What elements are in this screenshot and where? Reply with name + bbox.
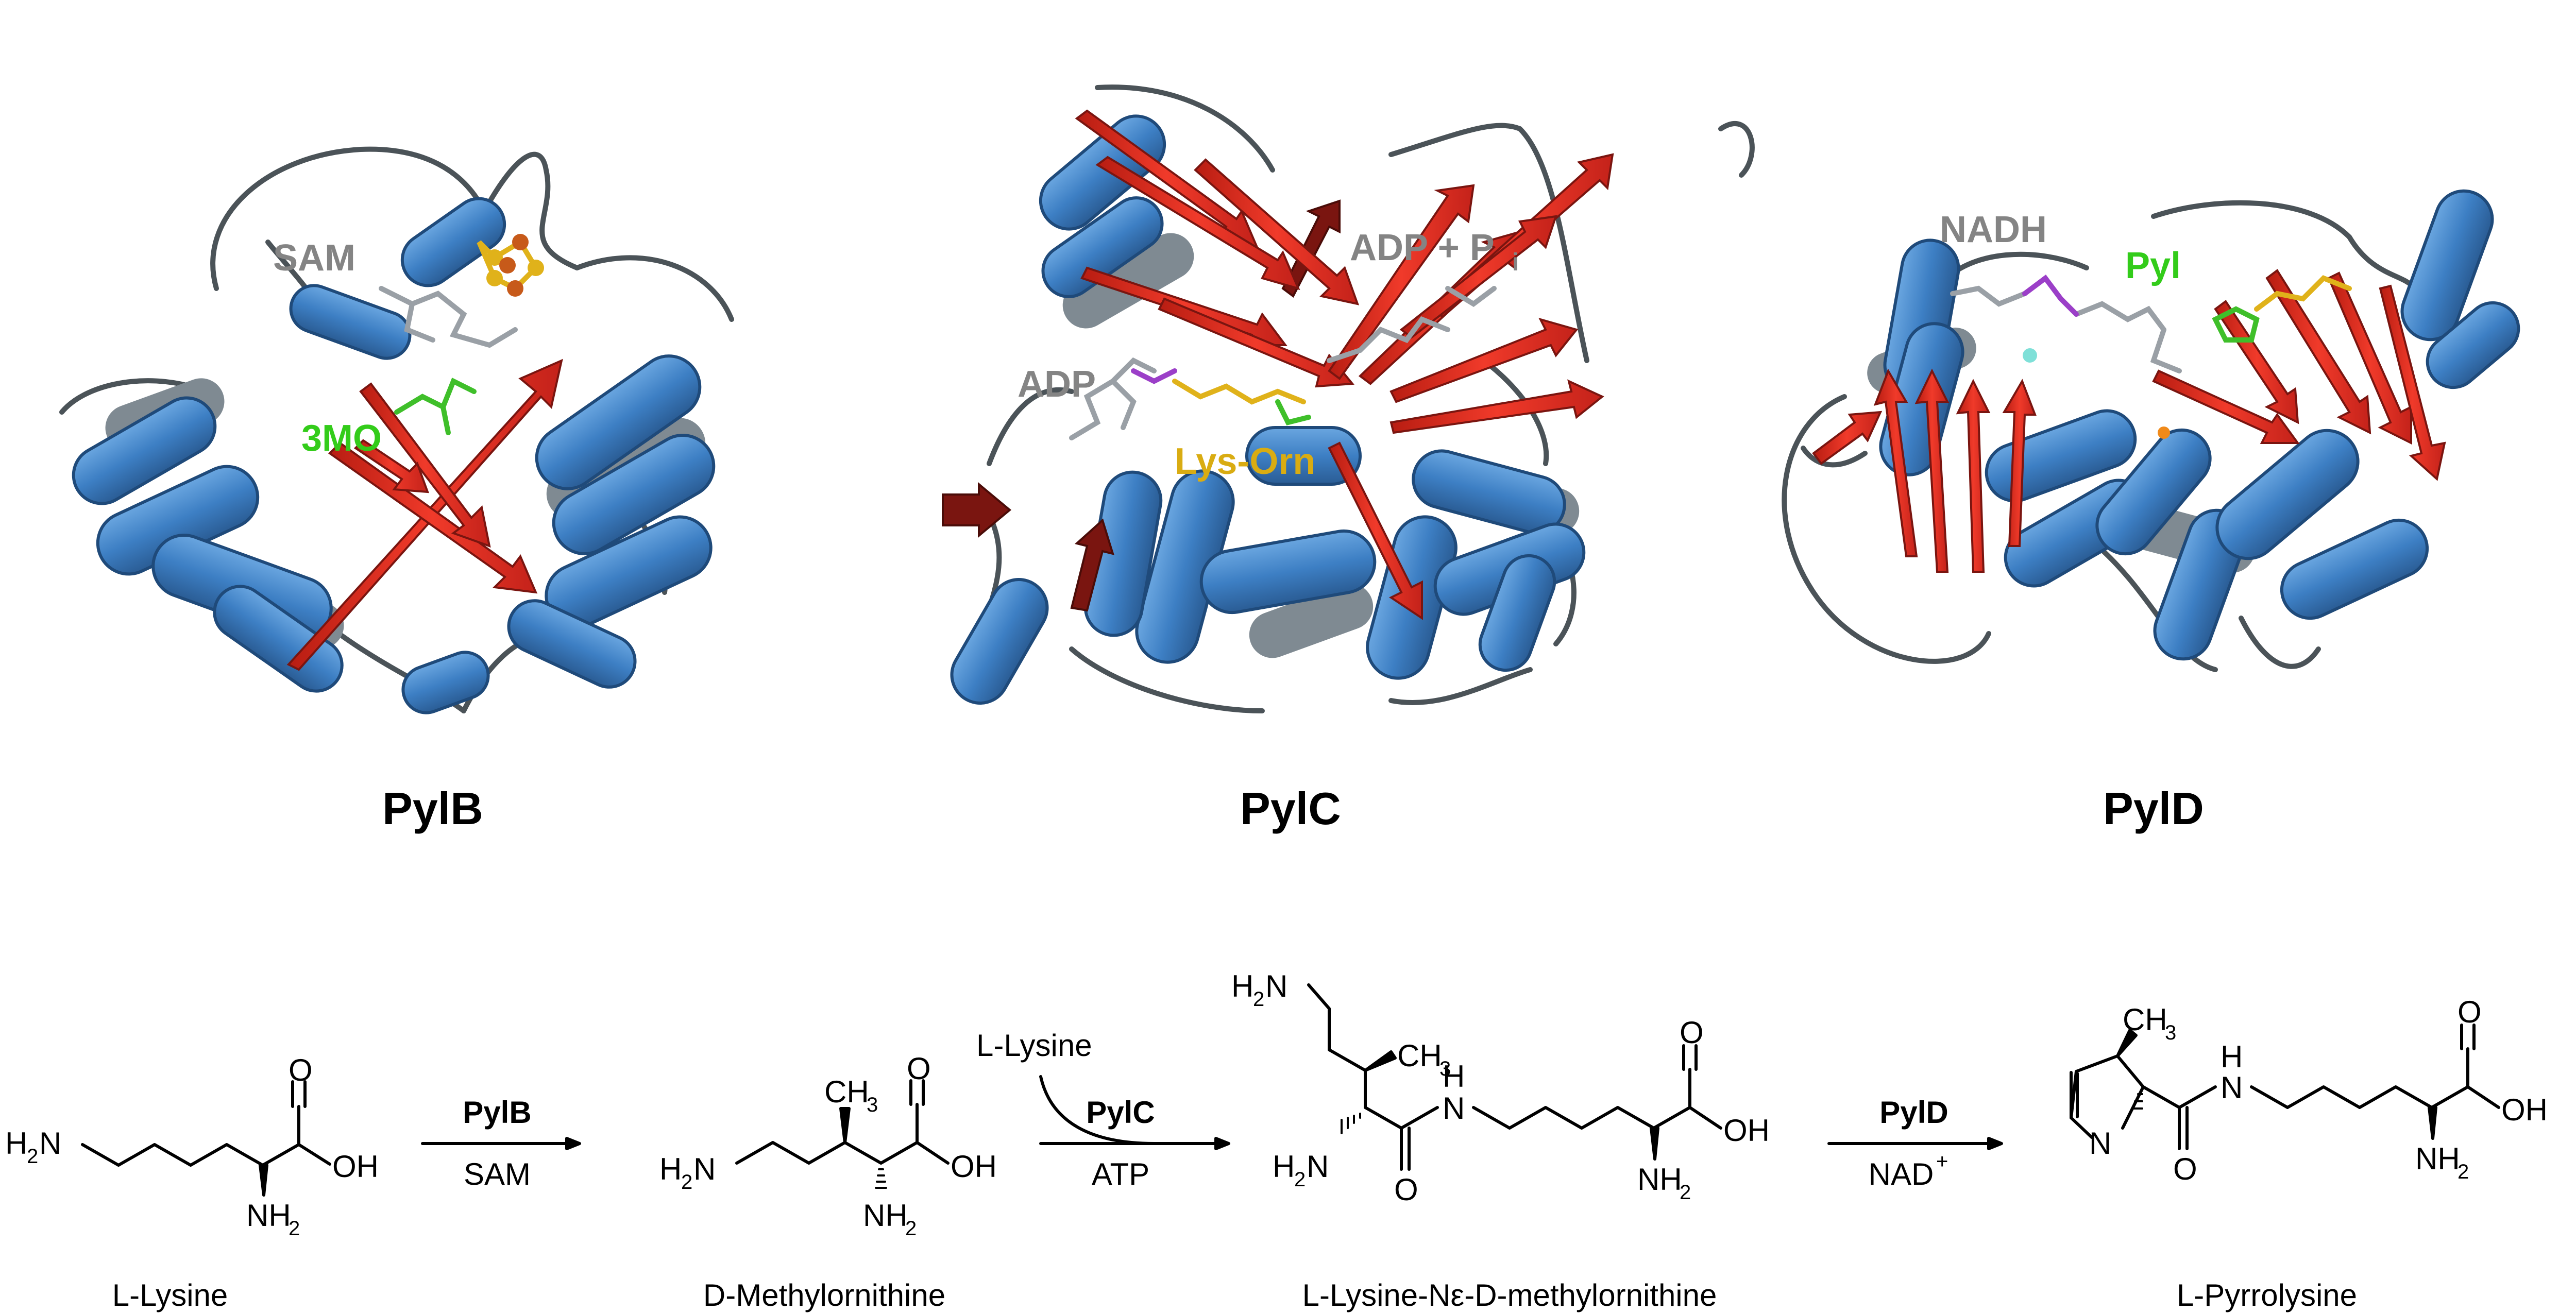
- pyl-nh2: NH: [2415, 1141, 2460, 1176]
- pyld-strands: [1812, 269, 2446, 573]
- pylc-pi-subscript: i: [1512, 249, 1519, 276]
- lys-nh2: NH: [246, 1198, 291, 1233]
- step1-cofactor: SAM: [464, 1157, 531, 1191]
- step2-cofactor: ATP: [1092, 1157, 1149, 1191]
- pyld-nadh-label: NADH: [1940, 209, 2047, 250]
- lmo-ch3: CH: [1397, 1038, 1442, 1073]
- mo-oh: OH: [951, 1149, 997, 1184]
- mo-h2n-2: 2: [681, 1171, 692, 1193]
- compound-l-lysine: L-Lysine: [112, 1278, 228, 1312]
- pylc-adp-ligand-right: [1327, 286, 1497, 363]
- pyld-yellow-chain: [2254, 275, 2352, 312]
- pyld-nadh-ligand: [1950, 285, 2182, 373]
- pyrrolysine-hash-bond: [2131, 1093, 2143, 1110]
- pyld-structure: NADH Pyl: [1782, 189, 2520, 672]
- lmo-o: O: [1680, 1015, 1704, 1050]
- pyl-amide-n: N: [2221, 1070, 2243, 1105]
- lmo-h2n2-2: 2: [1294, 1168, 1306, 1191]
- pylc-adp-label-left: ADP: [1018, 364, 1096, 405]
- pylc-green-bits: [1275, 399, 1311, 425]
- pylb-helices: [72, 197, 716, 714]
- arrow-pyld: [1827, 1137, 2003, 1150]
- pyl-amide-o: O: [2173, 1152, 2197, 1186]
- pylc-structure: ADP ADP + P i Lys-Orn: [942, 84, 1755, 713]
- pyld-orange-atom: [2158, 427, 2170, 439]
- pylb-sam-label: SAM: [273, 237, 355, 279]
- lys-nh2-sub: 2: [289, 1217, 300, 1240]
- pylc-lys-orn-label: Lys-Orn: [1175, 441, 1315, 482]
- mo-nh2: NH: [863, 1198, 908, 1233]
- lmo-h2n-h: H: [1231, 969, 1253, 1003]
- lmo-amide-o: O: [1394, 1172, 1418, 1207]
- pylc-adp-ligand-left: [1069, 357, 1157, 440]
- pyl-nh2-sub: 2: [2458, 1161, 2469, 1183]
- pylc-strands-dark: [942, 199, 1341, 612]
- lmo-ch3-sub: 3: [1439, 1058, 1451, 1080]
- lmo-hash-bond: [1341, 1113, 1361, 1134]
- lys-h2n-h: H: [5, 1126, 27, 1161]
- step3-cofactor: NAD: [1869, 1157, 1934, 1191]
- pyl-ch3: CH: [2123, 1002, 2167, 1037]
- lmo-h2n-n: N: [1265, 969, 1287, 1003]
- pyl-amide-h: H: [2221, 1039, 2243, 1074]
- lmo-oh: OH: [1723, 1113, 1770, 1148]
- l-lysine-structure: [81, 1080, 331, 1197]
- pyld-ion: [2023, 348, 2037, 363]
- mo-ch3-sub: 3: [867, 1094, 878, 1116]
- pyl-o: O: [2458, 995, 2482, 1029]
- mo-nh2-sub: 2: [905, 1217, 917, 1240]
- pylc-lysorn-ligand: [1172, 379, 1306, 405]
- lysine-methylornithine-structure: [1307, 983, 1722, 1171]
- pyld-pyl-label: Pyl: [2125, 245, 2181, 286]
- step1-enzyme: PylB: [463, 1095, 531, 1130]
- step2-cosubstrate: L-Lysine: [976, 1028, 1092, 1063]
- step3-enzyme: PylD: [1879, 1095, 1948, 1130]
- pylc-adp-pi-label: ADP + P: [1350, 227, 1495, 268]
- lys-o: O: [289, 1053, 313, 1087]
- lmo-h2n2-n: N: [1307, 1149, 1329, 1184]
- compound-l-pyrrolysine: L-Pyrrolysine: [2177, 1278, 2357, 1312]
- lmo-nh2: NH: [1637, 1162, 1682, 1197]
- d-methylornithine-structure: [735, 1079, 950, 1189]
- mo-h2n-h: H: [659, 1152, 682, 1186]
- mo-o: O: [907, 1051, 931, 1086]
- pylc-strands: [1075, 109, 1614, 620]
- lmo-nh2-sub: 2: [1680, 1181, 1691, 1204]
- step2-enzyme: PylC: [1086, 1095, 1155, 1130]
- lmo-h2n2-h: H: [1273, 1149, 1295, 1184]
- lmo-amide-n: N: [1443, 1091, 1465, 1126]
- lmo-h2n-2: 2: [1253, 988, 1264, 1011]
- mo-h2n-n: N: [693, 1152, 716, 1186]
- pylb-3mo-label: 3MO: [301, 418, 382, 459]
- l-pyrrolysine-structure: [2070, 1024, 2500, 1150]
- pylc-phosphates-left: [1131, 368, 1177, 384]
- compound-lys-methylornithine: L-Lysine-Nε-D-methylornithine: [1302, 1278, 1717, 1312]
- pyl-ring-n: N: [2089, 1126, 2111, 1161]
- mo-ch3: CH: [824, 1075, 869, 1109]
- lys-oh: OH: [332, 1149, 379, 1184]
- pylb-sam-ligand: [379, 286, 518, 348]
- compound-d-methylornithine: D-Methylornithine: [703, 1278, 945, 1312]
- pylb-fes-cluster: [477, 234, 544, 297]
- pylb-title: PylB: [382, 783, 483, 834]
- step3-cofactor-sup: +: [1936, 1150, 1948, 1173]
- pylb-structure: SAM 3MO: [59, 146, 734, 714]
- lmo-amide-h: H: [1443, 1059, 1465, 1094]
- pylb-strands: [286, 359, 563, 671]
- pylc-title: PylC: [1240, 783, 1341, 834]
- lys-h2n-2: 2: [27, 1145, 38, 1168]
- arrow-pylb: [421, 1137, 581, 1150]
- pylb-3mo-ligand: [394, 378, 477, 435]
- d-methylornithine-hash-bond: [875, 1168, 887, 1189]
- pyl-oh: OH: [2501, 1093, 2548, 1127]
- lys-h2n-n: N: [39, 1126, 61, 1161]
- pyld-nadh-phosphates: [2022, 275, 2079, 317]
- pyld-pyl-ligand: [2212, 306, 2260, 343]
- pathway-scheme: [81, 983, 2500, 1197]
- pyl-ch3-sub: 3: [2165, 1021, 2176, 1044]
- pyld-title: PylD: [2103, 783, 2204, 834]
- arrow-pylc: [1039, 1075, 1230, 1150]
- pathway-labels: H 2 N O OH NH 2 H 2 N CH 3 O OH NH 2 H 2…: [5, 969, 2548, 1312]
